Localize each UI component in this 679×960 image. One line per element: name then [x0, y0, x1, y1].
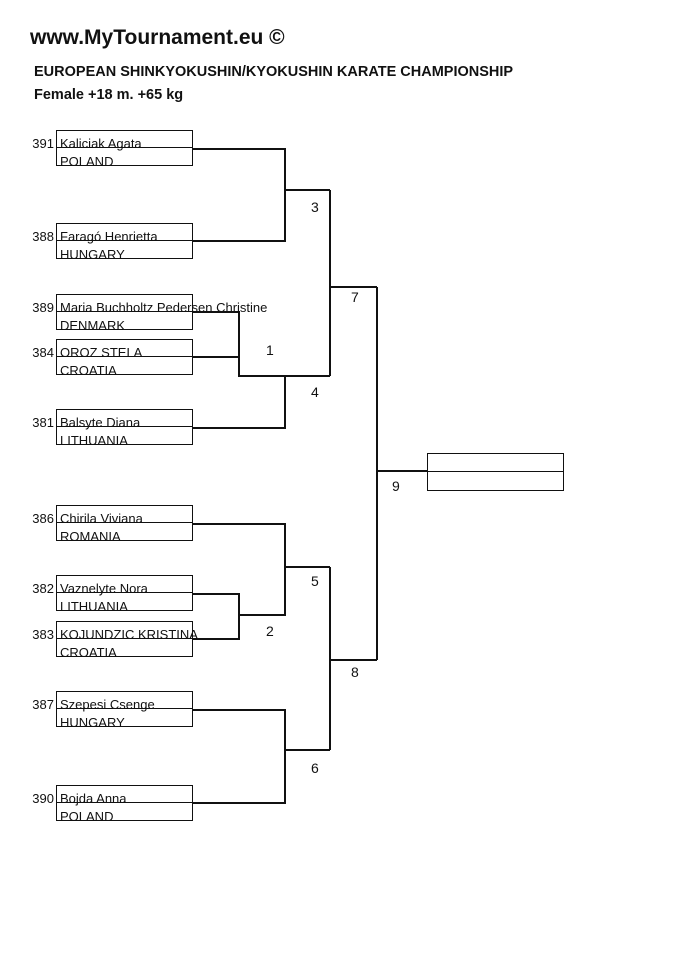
- competitor-country: ROMANIA: [60, 529, 121, 544]
- competitor-name: Maria Buchholtz Pedersen Christine: [60, 300, 268, 315]
- category-subtitle: Female +18 m. +65 kg: [34, 87, 184, 103]
- competitor-name: Bojda Anna: [60, 791, 127, 806]
- site-title: www.MyTournament.eu ©: [30, 26, 285, 49]
- competitor-name: Balsyte Diana: [60, 415, 141, 430]
- competitor-name: KOJUNDZIC KRISTINA: [60, 627, 198, 642]
- match-number: 2: [266, 623, 274, 639]
- competitor-box: 387 Szepesi Csenge HUNGARY: [32, 691, 193, 730]
- competitor-country: POLAND: [60, 154, 114, 169]
- match-number: 8: [351, 664, 359, 680]
- match-number: 6: [311, 760, 319, 776]
- bracket-line-match-5: [193, 523, 330, 616]
- match-number: 9: [392, 478, 400, 494]
- match-number: 3: [311, 199, 319, 215]
- competitor-name: OROZ STELA: [60, 345, 143, 360]
- competitor-box: 391 Kaliciak Agata POLAND: [32, 130, 193, 169]
- championship-title: EUROPEAN SHINKYOKUSHIN/KYOKUSHIN KARATE …: [34, 64, 514, 80]
- competitor-seed: 391: [32, 136, 54, 151]
- competitor-country: CROATIA: [60, 363, 117, 378]
- competitor-seed: 389: [32, 300, 54, 315]
- match-number: 7: [351, 289, 359, 305]
- competitor-country: DENMARK: [60, 318, 126, 333]
- competitor-seed: 387: [32, 697, 54, 712]
- competitor-name: Chirila Viviana: [60, 511, 143, 526]
- competitor-seed: 381: [32, 415, 54, 430]
- competitor-box: 382 Vaznelyte Nora LITHUANIA: [32, 575, 193, 614]
- competitor-box: 386 Chirila Viviana ROMANIA: [32, 505, 193, 544]
- competitor-name: Kaliciak Agata: [60, 136, 142, 151]
- bracket-line-match-9: [376, 287, 427, 660]
- bracket-line-match-8: [329, 567, 377, 750]
- competitor-seed: 383: [32, 627, 54, 642]
- competitor-country: CROATIA: [60, 645, 117, 660]
- competitor-box: 390 Bojda Anna POLAND: [32, 785, 193, 824]
- match-number: 1: [266, 342, 274, 358]
- bracket-line-match-2: [193, 593, 240, 640]
- competitor-seed: 384: [32, 345, 54, 360]
- competitor-box: 388 Faragó Henrietta HUNGARY: [32, 223, 193, 262]
- competitor-seed: 390: [32, 791, 54, 806]
- competitor-country: HUNGARY: [60, 247, 125, 262]
- competitor-seed: 382: [32, 581, 54, 596]
- bracket-line-match-7: [329, 190, 377, 376]
- competitor-country: LITHUANIA: [60, 599, 128, 614]
- competitor-seed: 386: [32, 511, 54, 526]
- competitor-country: LITHUANIA: [60, 433, 128, 448]
- bracket-line-match-6: [193, 709, 330, 804]
- competitor-name: Szepesi Csenge: [60, 697, 155, 712]
- competitor-name: Vaznelyte Nora: [60, 581, 148, 596]
- competitor-country: POLAND: [60, 809, 114, 824]
- bracket-line-match-1: [193, 311, 240, 358]
- match-number: 5: [311, 573, 319, 589]
- competitor-box: 381 Balsyte Diana LITHUANIA: [32, 409, 193, 448]
- bracket-line-match-4: [193, 357, 330, 429]
- competitor-box: 384 OROZ STELA CROATIA: [32, 339, 193, 378]
- match-number: 4: [311, 384, 319, 400]
- competitor-seed: 388: [32, 229, 54, 244]
- competitor-name: Faragó Henrietta: [60, 229, 158, 244]
- competitor-country: HUNGARY: [60, 715, 125, 730]
- bracket-line-match-3: [193, 148, 330, 242]
- competitor-box: 383 KOJUNDZIC KRISTINA CROATIA: [32, 621, 198, 660]
- winner-box: [427, 453, 564, 491]
- competitor-box: 389 Maria Buchholtz Pedersen Christine D…: [32, 294, 267, 333]
